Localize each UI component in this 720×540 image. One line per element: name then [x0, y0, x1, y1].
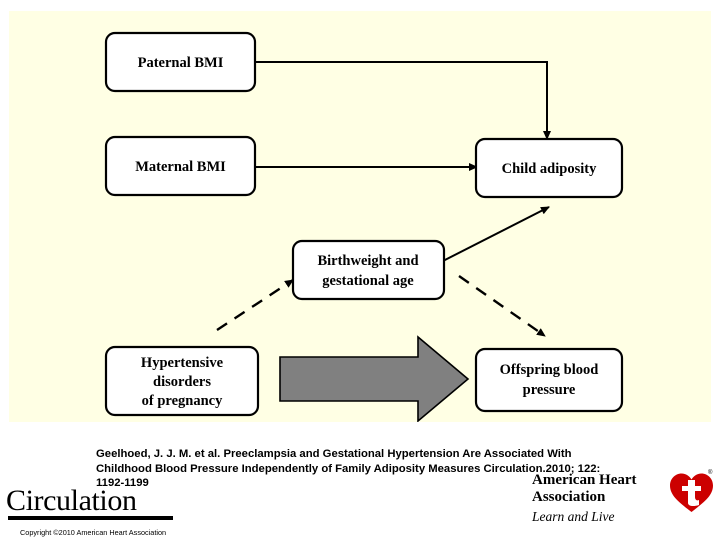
node-offspring-bp-line1: Offspring blood — [500, 362, 599, 378]
node-paternal-bmi-label: Paternal BMI — [138, 55, 224, 71]
copyright-notice: Copyright ©2010 American Heart Associati… — [20, 528, 167, 537]
registered-trademark-symbol: ® — [708, 470, 713, 476]
grey-block-arrow-icon — [279, 335, 470, 422]
node-birthweight-gestational-age: Birthweight and gestational age — [291, 239, 446, 301]
circulation-underline-rule — [8, 516, 173, 520]
diagram-panel: Paternal BMI Maternal BMI Child adiposit… — [9, 11, 711, 422]
node-hypertensive-disorders: Hypertensive disorders of pregnancy — [104, 345, 260, 417]
edge-paternal-bmi-to-child-adiposity — [255, 61, 551, 140]
node-offspring-bp-line2: pressure — [523, 382, 576, 398]
figure-caption: Geelhoed, J. J. M. et al. Preeclampsia a… — [96, 448, 601, 490]
american-heart-association-logo: American Heart Association Learn and Liv… — [532, 470, 714, 526]
circulation-wordmark: Circulation — [6, 484, 137, 517]
circulation-logo: Circulation — [6, 486, 186, 520]
node-hypertensive-line2: disorders — [153, 374, 211, 390]
node-hypertensive-line1: Hypertensive — [141, 355, 224, 371]
edge-birthweight-to-child-adiposity — [438, 206, 550, 264]
node-maternal-bmi-label: Maternal BMI — [135, 159, 226, 175]
flow-diagram: Paternal BMI Maternal BMI Child adiposit… — [104, 31, 624, 422]
node-child-adiposity-label: Child adiposity — [502, 161, 597, 177]
edge-child-adiposity-to-offspring-bp — [458, 275, 546, 337]
heart-torch-icon — [670, 473, 713, 512]
node-hypertensive-line3: of pregnancy — [142, 393, 223, 409]
node-maternal-bmi: Maternal BMI — [104, 135, 257, 197]
node-offspring-blood-pressure: Offspring blood pressure — [474, 347, 624, 413]
aha-line-2: Association — [532, 489, 606, 505]
aha-logo-text: American Heart Association Learn and Liv… — [532, 472, 667, 525]
aha-tagline: Learn and Live — [532, 509, 615, 524]
aha-line-1: American Heart — [532, 472, 637, 488]
node-child-adiposity: Child adiposity — [474, 137, 624, 199]
node-birthweight-line2: gestational age — [322, 273, 414, 289]
edge-hypertensive-to-birthweight — [216, 278, 294, 332]
node-birthweight-line1: Birthweight and — [317, 253, 418, 269]
node-paternal-bmi: Paternal BMI — [104, 31, 257, 93]
